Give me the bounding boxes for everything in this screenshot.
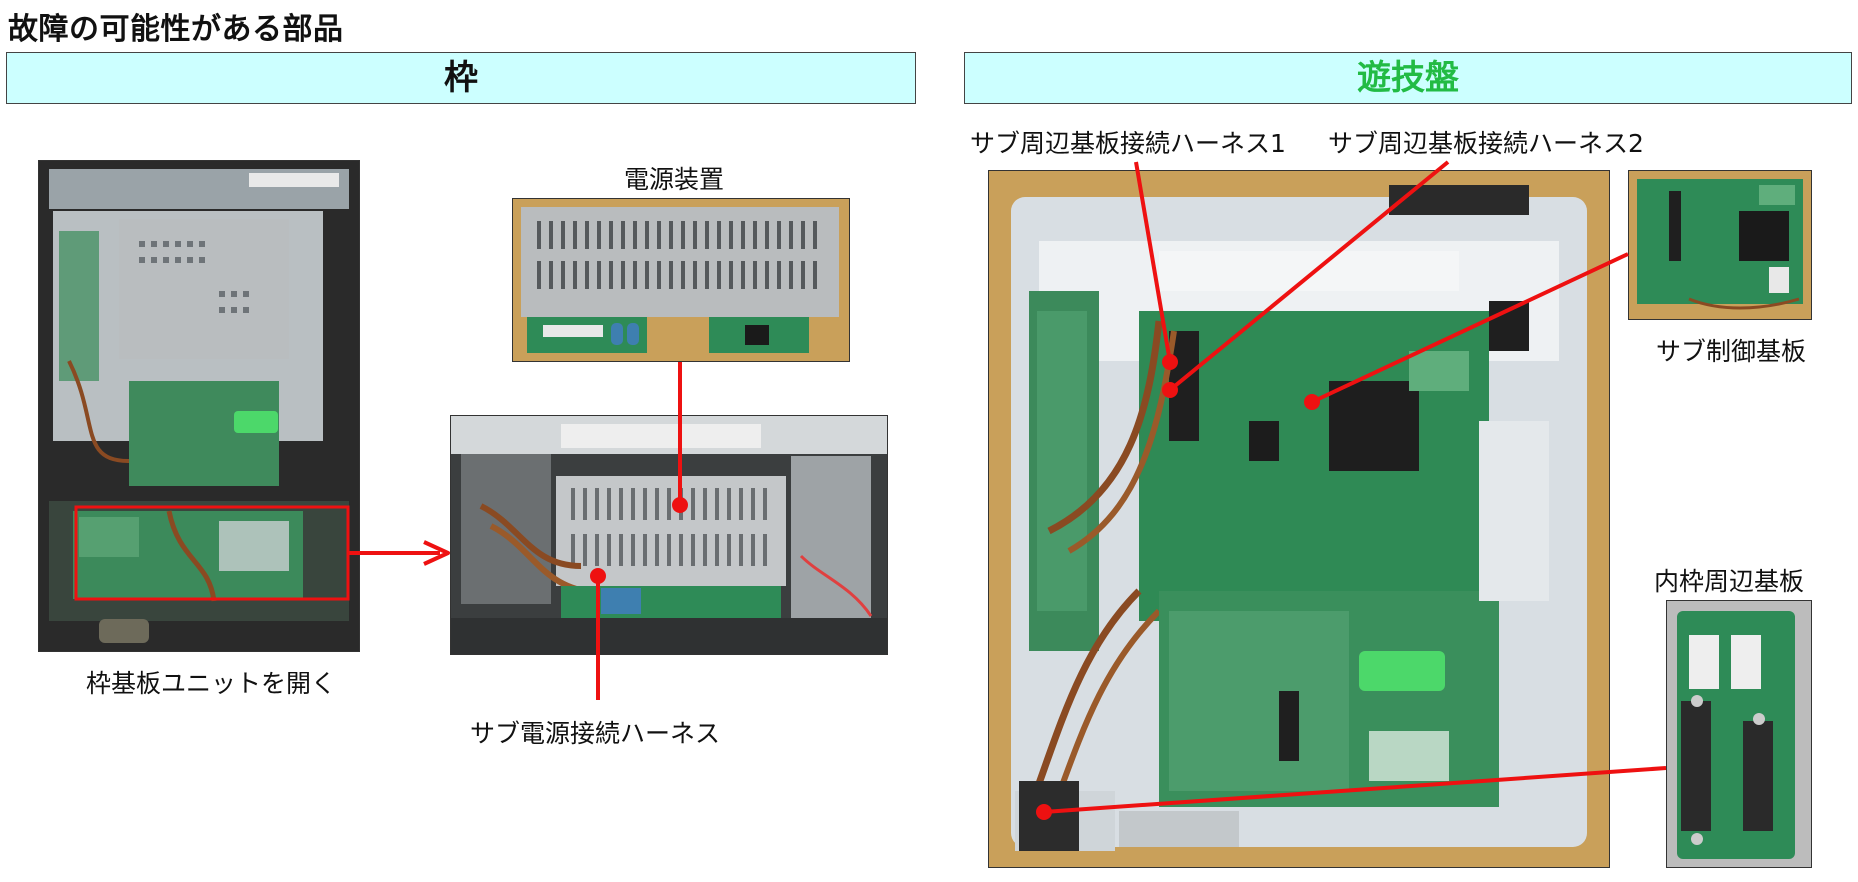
- label-sub-harness-1: サブ周辺基板接続ハーネス1: [970, 129, 1286, 158]
- label-open-unit: 枠基板ユニットを開く: [86, 669, 337, 698]
- arrow-head: [423, 540, 450, 566]
- inner-frame-board-photo: [1666, 600, 1812, 868]
- label-power-supply: 電源装置: [624, 165, 725, 194]
- section-header-frame: 枠: [6, 52, 916, 104]
- label-sub-power-harness: サブ電源接続ハーネス: [470, 719, 721, 748]
- label-sub-harness-2: サブ周辺基板接続ハーネス2: [1328, 129, 1644, 158]
- label-sub-control-board: サブ制御基板: [1656, 337, 1807, 366]
- section-header-board: 遊技盤: [964, 52, 1852, 104]
- page-title: 故障の可能性がある部品: [8, 12, 344, 47]
- sub-control-board-photo: [1628, 170, 1812, 320]
- opened-unit-photo: [450, 415, 888, 655]
- game-board-photo: [988, 170, 1610, 868]
- label-inner-frame-board: 内枠周辺基板: [1654, 567, 1805, 596]
- power-supply-photo: [512, 198, 850, 362]
- frame-unit-photo: [38, 160, 360, 652]
